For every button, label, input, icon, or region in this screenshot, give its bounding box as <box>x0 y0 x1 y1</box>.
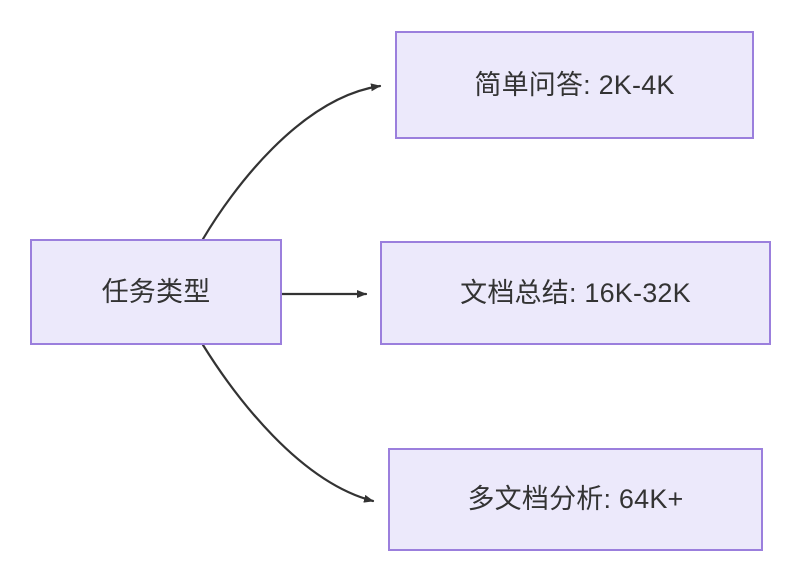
node-task-type[interactable]: 任务类型 <box>30 239 282 345</box>
edge-source-to-task-1 <box>201 83 382 241</box>
node-label: 任务类型 <box>101 276 211 307</box>
node-simple-qa[interactable]: 简单问答: 2K-4K <box>395 31 754 139</box>
node-multi-document-analysis[interactable]: 多文档分析: 64K+ <box>388 448 763 551</box>
node-label: 多文档分析: 64K+ <box>467 484 684 515</box>
edge-source-to-task-3 <box>201 343 375 503</box>
node-document-summary[interactable]: 文档总结: 16K-32K <box>380 241 771 345</box>
node-label: 简单问答: 2K-4K <box>474 69 675 100</box>
node-label: 文档总结: 16K-32K <box>460 277 691 308</box>
